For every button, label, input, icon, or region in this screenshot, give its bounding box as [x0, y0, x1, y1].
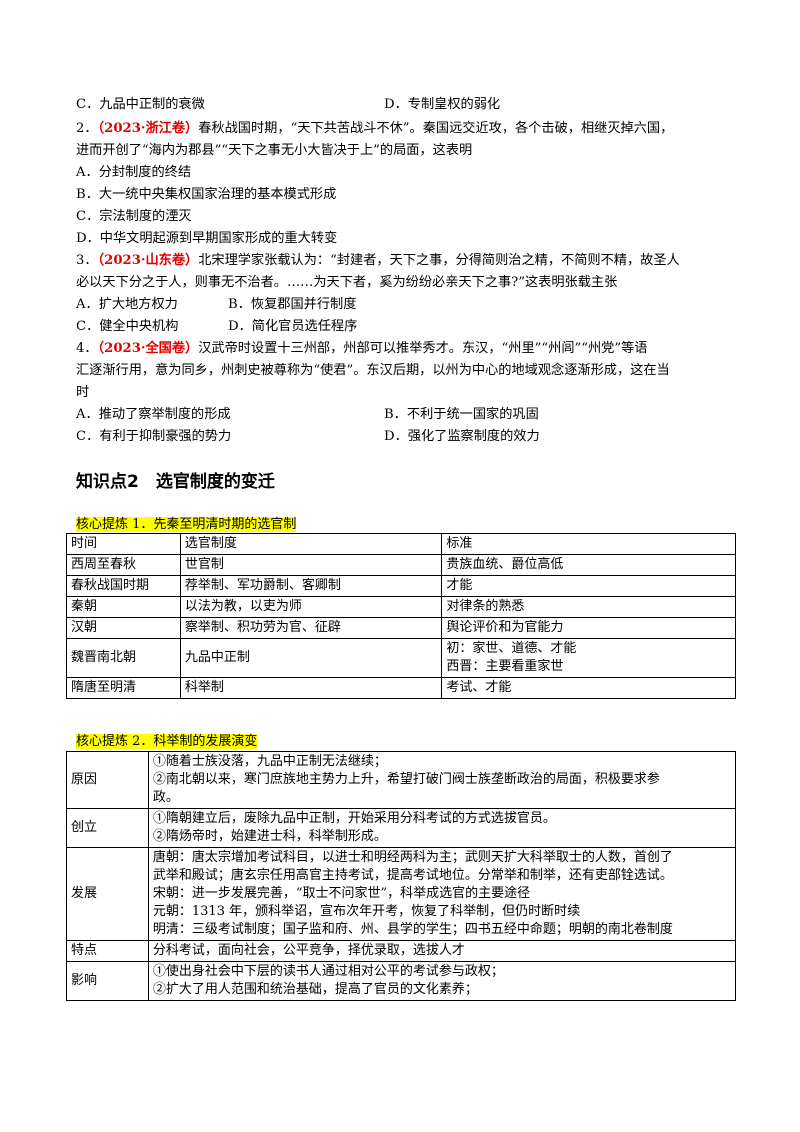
q4-stem-line2: 汇逐渐行用，意为同乡，州刺史被尊称为“使君”。东汉后期，以州为中心的地域观念逐渐…	[76, 363, 670, 378]
cell-line: ②南北朝以来，寒门庶族地主势力上升，希望打破门阀士族垄断政治的局面，积极要求参	[152, 772, 660, 787]
cell-line: ①使出身社会中下层的读书人通过相对公平的考试参与政权；	[152, 964, 504, 979]
cell-line: ②扩大了用人范围和统治基础，提高了官员的文化素养；	[152, 982, 478, 997]
cell-line: 政。	[152, 790, 179, 805]
table-row: 西周至春秋 世官制 贵族血统、爵位高低	[66, 554, 736, 576]
header-cell: 时间	[66, 533, 181, 555]
table-cell: ①隋朝建立后，废除九品中正制，开始采用分科考试的方式选拔官员。 ②隋炀帝时，始建…	[147, 808, 737, 848]
cell-line: 武举和殿试；唐玄宗任用高官主持考试，提高考试地位。分常举和制举，还有吏部铨选试。	[152, 868, 673, 883]
table-header-row: 时间 选官制度 标准	[66, 533, 736, 555]
q4-source: （2023·全国卷）	[97, 341, 199, 356]
row-label-cell: 特点	[66, 940, 149, 962]
table2-label-text: 核心提炼 2．科举制的发展演变	[76, 734, 258, 749]
q4-option-c: C．有利于抑制豪强的势力	[76, 429, 232, 444]
q3-option-a: A．扩大地方权力	[76, 297, 178, 312]
q2-stem-line2: 进而开创了“海内为郡县”“天下之事无小大皆决于上”的局面，这表明	[76, 143, 473, 158]
table-cell: 舆论评价和为官能力	[441, 617, 736, 639]
imperial-exam-table: 原因 ①随着士族没落，九品中正制无法继续； ②南北朝以来，寒门庶族地主势力上升，…	[66, 751, 737, 1001]
table-row: 原因 ①随着士族没落，九品中正制无法继续； ②南北朝以来，寒门庶族地主势力上升，…	[66, 751, 737, 809]
cell-line: ①隋朝建立后，废除九品中正制，开始采用分科考试的方式选拔官员。	[152, 811, 556, 826]
q3-option-c: C．健全中央机构	[76, 319, 179, 334]
q4-stem-line1: 4．（2023·全国卷）汉武帝时设置十三州部，州部可以推举秀才。东汉，“州里”“…	[76, 340, 647, 358]
table-cell: 魏晋南北朝	[66, 638, 181, 678]
cell-line: 西晋：主要看重家世	[446, 659, 564, 674]
table-cell: 秦朝	[66, 596, 181, 618]
table-cell: 才能	[441, 575, 736, 597]
q3-option-d: D．简化官员选任程序	[228, 319, 358, 334]
q4-option-b: B．不利于统一国家的巩固	[384, 407, 539, 422]
row-label-cell: 发展	[66, 847, 149, 941]
table-cell: 西周至春秋	[66, 554, 181, 576]
table-cell: 初：家世、道德、才能 西晋：主要看重家世	[441, 638, 736, 678]
q2-option-a: A．分封制度的终结	[76, 165, 192, 180]
table-cell: 隋唐至明清	[66, 677, 181, 699]
q4-option-a: A．推动了察举制度的形成	[76, 407, 231, 422]
table-cell: 科举制	[179, 677, 443, 699]
q2-option-c: C．宗法制度的湮灭	[76, 209, 192, 224]
q4-stem: 汉武帝时设置十三州部，州部可以推举秀才。东汉，“州里”“州闾”“州党”等语	[198, 341, 648, 356]
table-cell: 唐朝：唐太宗增加考试科目，以进士和明经两科为主；武则天扩大科举取士的人数，首创了…	[147, 847, 737, 941]
cell-line: 明清：三级考试制度；国子监和府、州、县学的学生；四书五经中命题；明朝的南北卷制度	[152, 922, 673, 937]
table-cell: 考试、才能	[441, 677, 736, 699]
table-cell: ①随着士族没落，九品中正制无法继续； ②南北朝以来，寒门庶族地主势力上升，希望打…	[147, 751, 737, 809]
table-row: 魏晋南北朝 九品中正制 初：家世、道德、才能 西晋：主要看重家世	[66, 638, 736, 678]
table-row: 创立 ①隋朝建立后，废除九品中正制，开始采用分科考试的方式选拔官员。 ②隋炀帝时…	[66, 808, 737, 848]
cell-line: 唐朝：唐太宗增加考试科目，以进士和明经两科为主；武则天扩大科举取士的人数，首创了	[152, 850, 673, 865]
cell-line: 初：家世、道德、才能	[446, 641, 577, 656]
q2-stem-line1: 2．（2023·浙江卷）春秋战国时期，“天下共苦战斗不休”。秦国远交近攻，各个击…	[76, 120, 673, 138]
table-row: 秦朝 以法为教，以吏为师 对律条的熟悉	[66, 596, 736, 618]
table-row: 发展 唐朝：唐太宗增加考试科目，以进士和明经两科为主；武则天扩大科举取士的人数，…	[66, 847, 737, 941]
q2-number: 2．	[76, 121, 98, 136]
section-title: 知识点2 选官制度的变迁	[76, 472, 275, 492]
q2-option-b: B．大一统中央集权国家治理的基本模式形成	[76, 187, 337, 202]
table-row: 春秋战国时期 荐举制、军功爵制、客卿制 才能	[66, 575, 736, 597]
q2-stem: 春秋战国时期，“天下共苦战斗不休”。秦国远交近攻，各个击破，相继灭掉六国，	[198, 121, 674, 136]
table-cell: ①使出身社会中下层的读书人通过相对公平的考试参与政权； ②扩大了用人范围和统治基…	[147, 961, 737, 1001]
table1-label: 核心提炼 1．先秦至明清时期的选官制	[76, 513, 297, 532]
q3-number: 3．	[76, 253, 98, 268]
q4-stem-line3: 时	[76, 385, 90, 400]
cell-line: 宋朝：进一步发展完善，“取士不问家世”，科举成选官的主要途径	[152, 886, 531, 901]
q2-source: （2023·浙江卷）	[97, 121, 199, 136]
row-label-cell: 创立	[66, 808, 149, 848]
table-cell: 汉朝	[66, 617, 181, 639]
q2-option-d: D．中华文明起源到早期国家形成的重大转变	[76, 231, 338, 246]
q4-number: 4．	[76, 341, 98, 356]
q3-stem-line2: 必以天下分之于人，则事无不治者。……为天下者，奚为纷纷必亲天下之事?”这表明张载…	[76, 275, 618, 290]
selection-system-table: 时间 选官制度 标准 西周至春秋 世官制 贵族血统、爵位高低 春秋战国时期 荐举…	[66, 533, 736, 699]
table-cell: 察举制、积功劳为官、征辟	[179, 617, 443, 639]
header-cell: 标准	[441, 533, 736, 555]
cell-line: 分科考试，面向社会，公平竞争，择优录取，选拔人才	[152, 943, 465, 958]
table-row: 隋唐至明清 科举制 考试、才能	[66, 677, 736, 699]
cell-line: 元朝：1313 年，颁科举诏，宣布次年开考，恢复了科举制，但仍时断时续	[152, 904, 581, 919]
table1-label-text: 核心提炼 1．先秦至明清时期的选官制	[76, 517, 297, 532]
table-cell: 春秋战国时期	[66, 575, 181, 597]
table-cell: 分科考试，面向社会，公平竞争，择优录取，选拔人才	[147, 940, 737, 962]
table-cell: 世官制	[179, 554, 443, 576]
table-cell: 九品中正制	[179, 638, 443, 678]
table-row: 特点 分科考试，面向社会，公平竞争，择优录取，选拔人才	[66, 940, 737, 962]
table-cell: 荐举制、军功爵制、客卿制	[179, 575, 443, 597]
table-row: 影响 ①使出身社会中下层的读书人通过相对公平的考试参与政权； ②扩大了用人范围和…	[66, 961, 737, 1001]
header-cell: 选官制度	[179, 533, 443, 555]
table-cell: 贵族血统、爵位高低	[441, 554, 736, 576]
q3-source: （2023·山东卷）	[97, 253, 199, 268]
row-label-cell: 原因	[66, 751, 149, 809]
table-row: 汉朝 察举制、积功劳为官、征辟 舆论评价和为官能力	[66, 617, 736, 639]
q1-option-c: C．九品中正制的衰微	[76, 97, 205, 112]
table2-label: 核心提炼 2．科举制的发展演变	[76, 730, 258, 749]
table-cell: 以法为教，以吏为师	[179, 596, 443, 618]
cell-line: ①随着士族没落，九品中正制无法继续；	[152, 754, 387, 769]
cell-line: ②隋炀帝时，始建进士科，科举制形成。	[152, 829, 387, 844]
table-cell: 对律条的熟悉	[441, 596, 736, 618]
q3-option-b: B．恢复郡国并行制度	[228, 297, 357, 312]
q4-option-d: D．强化了监察制度的效力	[384, 429, 540, 444]
row-label-cell: 影响	[66, 961, 149, 1001]
q3-stem-line1: 3．（2023·山东卷）北宋理学家张载认为：“封建者，天下之事，分得简则治之精，…	[76, 252, 680, 270]
q3-stem: 北宋理学家张载认为：“封建者，天下之事，分得简则治之精，不简则不精，故圣人	[198, 253, 680, 268]
q1-option-d: D．专制皇权的弱化	[384, 97, 501, 112]
